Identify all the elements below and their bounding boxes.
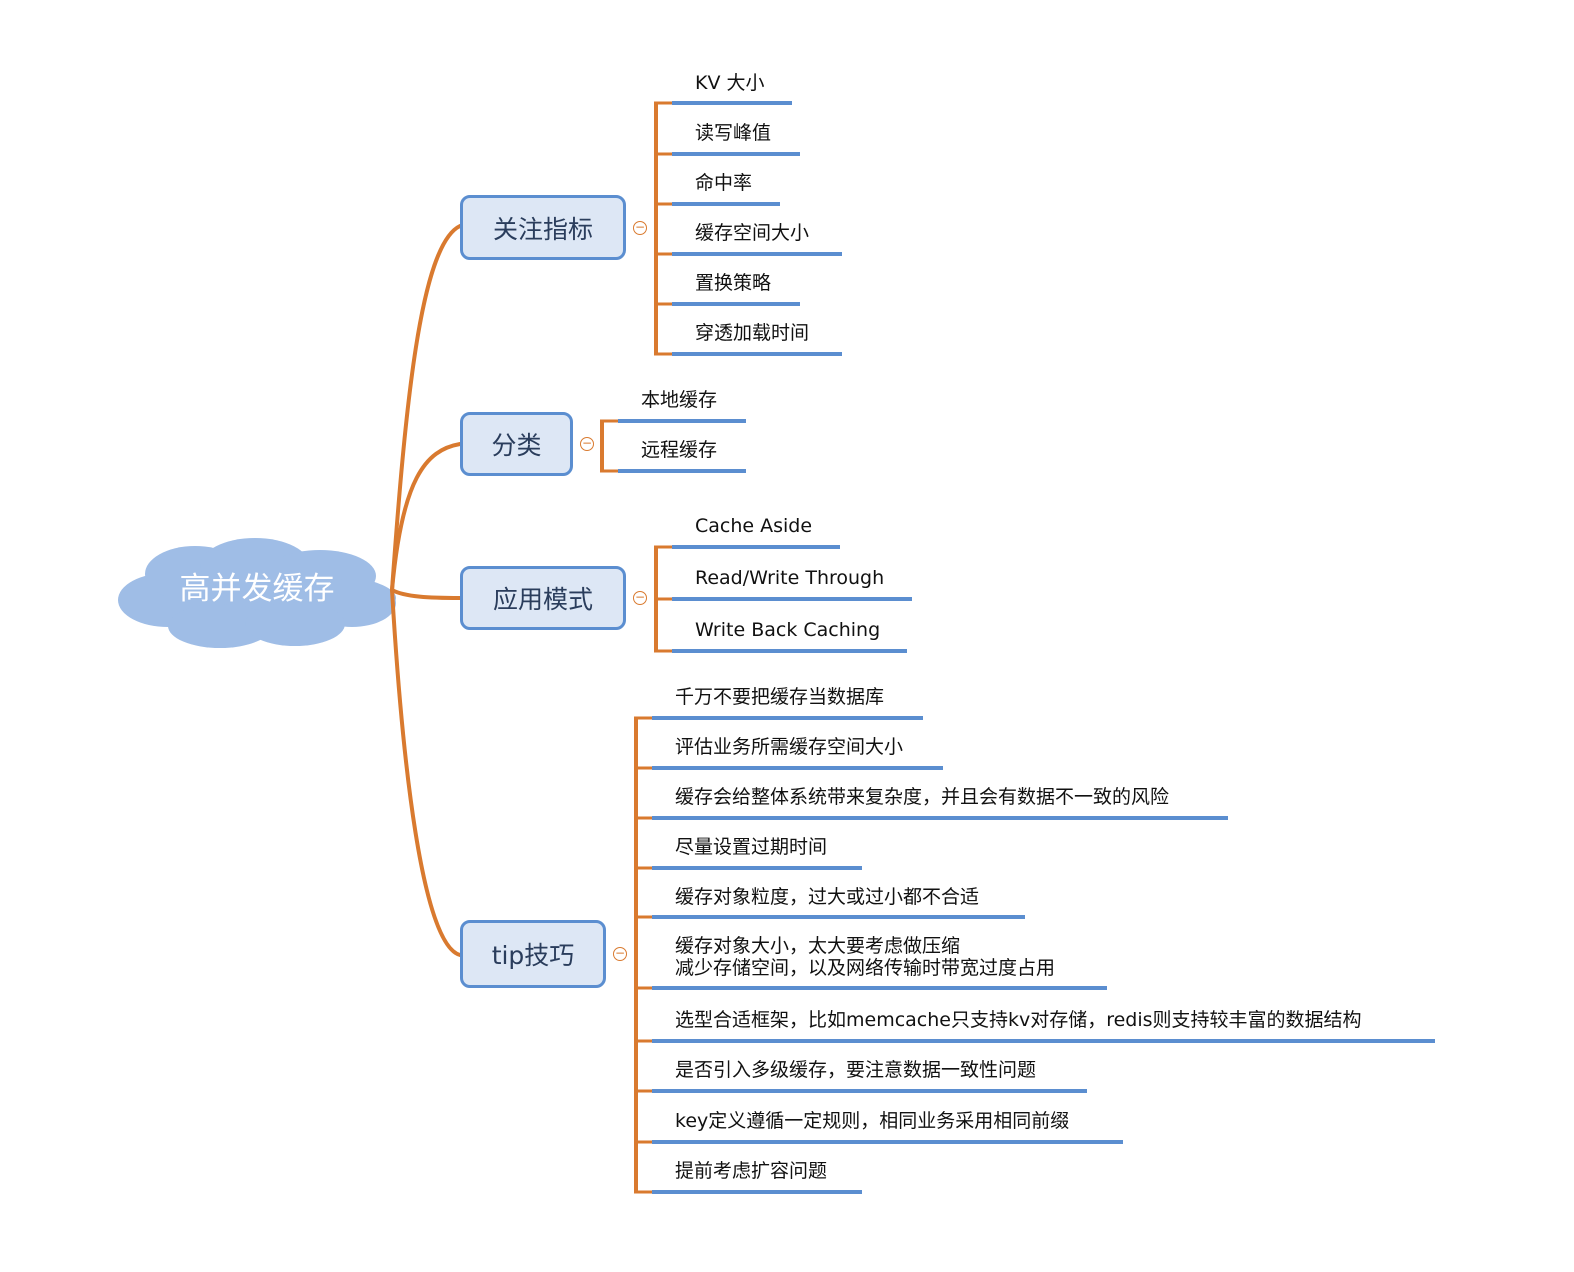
collapse-toggle-icon[interactable]: − xyxy=(633,590,647,605)
leaf-item[interactable]: key定义遵循一定规则，相同业务采用相同前缀 xyxy=(675,1110,1070,1132)
root-node[interactable]: 高并发缓存 xyxy=(179,571,335,607)
branch-node-tips[interactable]: tip技巧 xyxy=(460,920,606,988)
connector-branch-3 xyxy=(390,588,462,600)
branch-node-metrics[interactable]: 关注指标 xyxy=(460,195,626,260)
leaf-item[interactable]: 是否引入多级缓存，要注意数据一致性问题 xyxy=(675,1059,1037,1081)
leaf-item[interactable]: 提前考虑扩容问题 xyxy=(675,1160,828,1182)
connector-branch-4 xyxy=(390,588,462,957)
leaf-item[interactable]: 远程缓存 xyxy=(641,439,718,461)
leaf-item[interactable]: 命中率 xyxy=(695,172,753,194)
leaf-item[interactable]: 评估业务所需缓存空间大小 xyxy=(675,736,904,758)
connector-branch-2 xyxy=(390,442,462,592)
leaf-item[interactable]: 缓存空间大小 xyxy=(695,222,810,244)
leaf-item[interactable]: 缓存会给整体系统带来复杂度，并且会有数据不一致的风险 xyxy=(675,786,1170,808)
leaf-item[interactable]: Write Back Caching xyxy=(695,619,881,641)
leaf-item[interactable]: 千万不要把缓存当数据库 xyxy=(675,686,885,708)
leaf-item[interactable]: 置换策略 xyxy=(695,272,772,294)
root-connectors xyxy=(390,224,462,957)
leaf-item[interactable]: 本地缓存 xyxy=(641,389,718,411)
leaf-item[interactable]: 穿透加载时间 xyxy=(695,322,810,344)
leaf-item[interactable]: 读写峰值 xyxy=(695,122,772,144)
leaf-item[interactable]: 缓存对象粒度，过大或过小都不合适 xyxy=(675,886,980,908)
leaf-item[interactable]: Cache Aside xyxy=(695,515,813,537)
leaf-item[interactable]: 选型合适框架，比如memcache只支持kv对存储，redis则支持较丰富的数据… xyxy=(675,1009,1362,1031)
leaf-item[interactable]: Read/Write Through xyxy=(695,567,885,589)
leaf-item[interactable]: 缓存对象大小，太大要考虑做压缩 减少存储空间，以及网络传输时带宽过度占用 xyxy=(675,935,1056,979)
leaf-item[interactable]: KV 大小 xyxy=(695,72,765,94)
collapse-toggle-icon[interactable]: − xyxy=(633,220,647,235)
collapse-toggle-icon[interactable]: − xyxy=(613,946,627,961)
connector-branch-1 xyxy=(390,224,462,592)
root-cloud-shape xyxy=(118,538,396,648)
branch-node-patterns[interactable]: 应用模式 xyxy=(460,566,626,630)
collapse-toggle-icon[interactable]: − xyxy=(580,436,594,451)
leaf-connectors xyxy=(600,101,1435,1194)
leaf-item[interactable]: 尽量设置过期时间 xyxy=(675,836,828,858)
branch-node-category[interactable]: 分类 xyxy=(460,412,573,476)
